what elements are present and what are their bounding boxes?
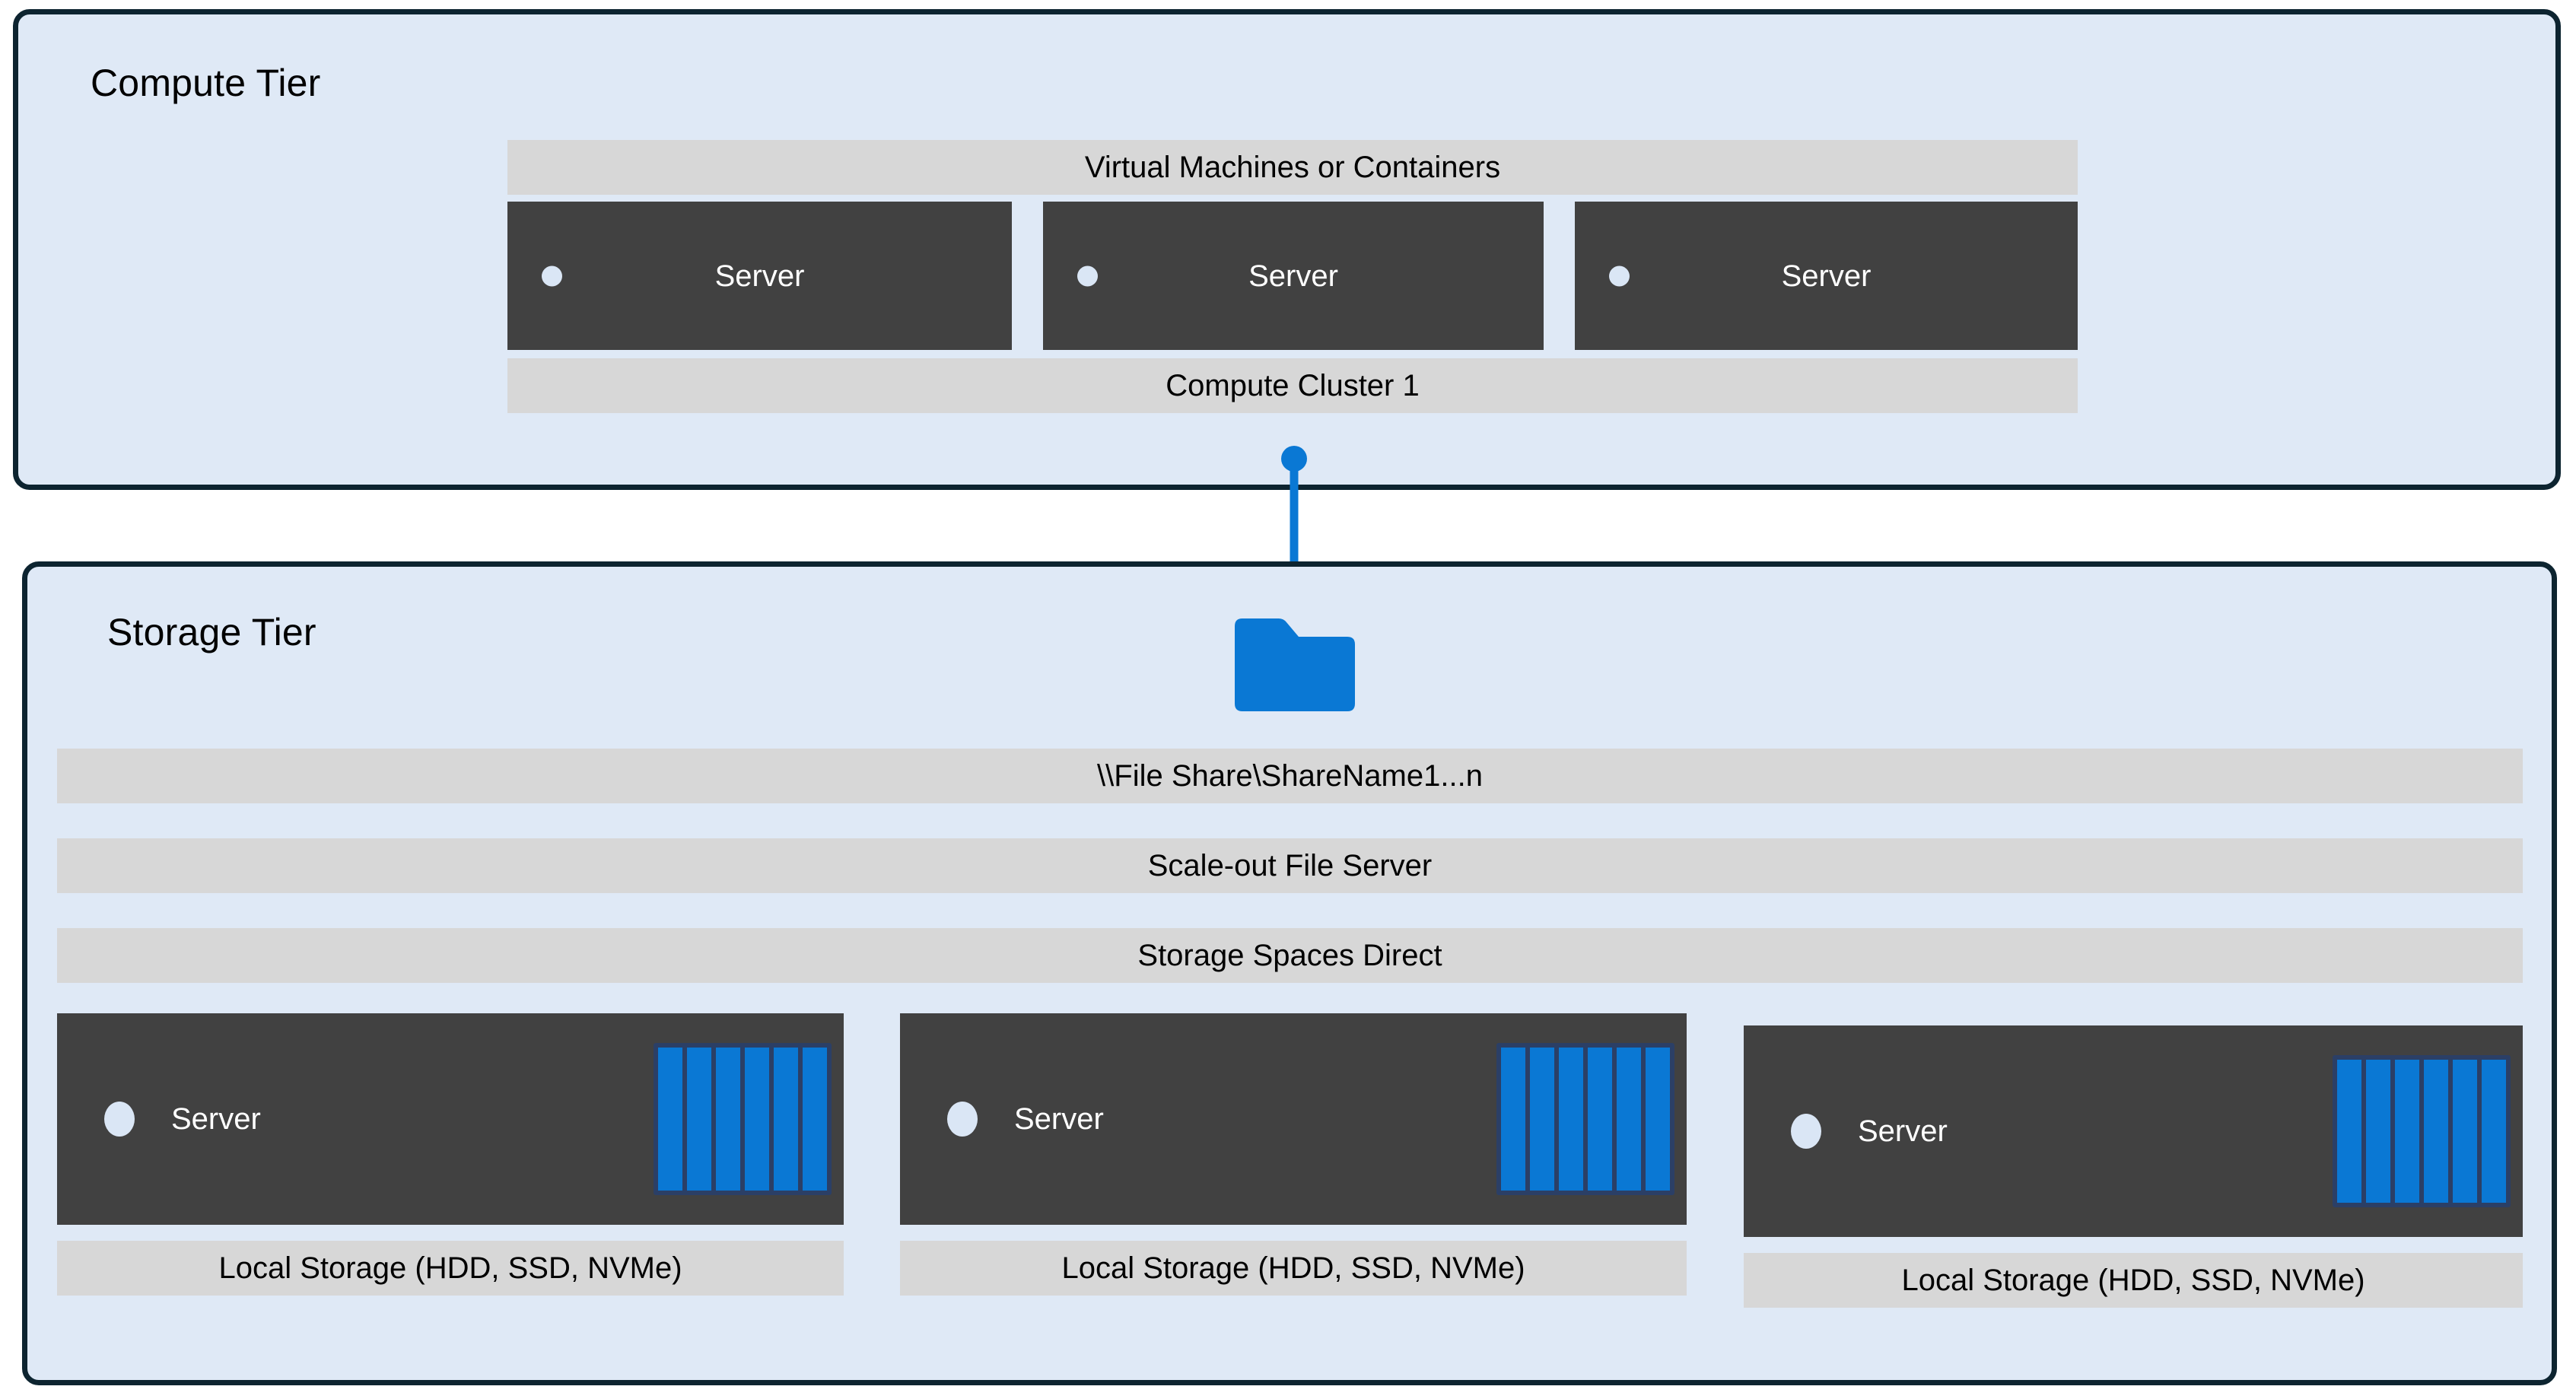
storage-server-label: Server xyxy=(1858,1114,1948,1148)
disk-icon xyxy=(2337,1060,2361,1203)
storage-node-group: Server Local Storage (HDD, SSD, NVMe) xyxy=(57,1013,844,1296)
compute-server-label: Server xyxy=(714,259,805,293)
scale-out-file-server-bar-label: Scale-out File Server xyxy=(1147,849,1433,882)
status-dot-icon xyxy=(1609,265,1630,286)
status-dot-icon xyxy=(1791,1114,1821,1149)
compute-server-label: Server xyxy=(1248,259,1338,293)
virtual-machines-bar: Virtual Machines or Containers xyxy=(507,140,2078,195)
storage-node-group: Server Local Storage (HDD, SSD, NVMe) xyxy=(1744,1025,2523,1308)
local-storage-bar: Local Storage (HDD, SSD, NVMe) xyxy=(57,1241,844,1296)
disk-icon xyxy=(1588,1048,1612,1191)
local-storage-bar-label: Local Storage (HDD, SSD, NVMe) xyxy=(218,1251,682,1285)
local-storage-bar-label: Local Storage (HDD, SSD, NVMe) xyxy=(1061,1251,1525,1285)
storage-spaces-direct-bar-label: Storage Spaces Direct xyxy=(1137,939,1442,972)
storage-server-node[interactable]: Server xyxy=(1744,1025,2523,1237)
disk-icon xyxy=(716,1048,740,1191)
local-storage-bar-label: Local Storage (HDD, SSD, NVMe) xyxy=(1901,1264,2365,1297)
compute-cluster-bar-label: Compute Cluster 1 xyxy=(1166,369,1420,402)
disk-icon xyxy=(1646,1048,1670,1191)
disk-array-icon xyxy=(1496,1043,1674,1195)
file-share-bar: \\File Share\ShareName1...n xyxy=(57,749,2523,803)
folder-icon xyxy=(1235,618,1355,711)
compute-tier-title: Compute Tier xyxy=(91,62,321,104)
disk-icon xyxy=(2395,1060,2419,1203)
storage-node-group: Server Local Storage (HDD, SSD, NVMe) xyxy=(900,1013,1687,1296)
storage-tier-title: Storage Tier xyxy=(107,611,316,653)
disk-icon xyxy=(1559,1048,1583,1191)
disk-icon xyxy=(774,1048,798,1191)
compute-server-label: Server xyxy=(1781,259,1872,293)
file-share-bar-label: \\File Share\ShareName1...n xyxy=(1097,759,1483,793)
compute-cluster-bar: Compute Cluster 1 xyxy=(507,358,2078,413)
disk-array-icon xyxy=(654,1043,832,1195)
disk-icon xyxy=(1530,1048,1554,1191)
disk-icon xyxy=(745,1048,769,1191)
disk-icon xyxy=(1501,1048,1525,1191)
disk-icon xyxy=(687,1048,711,1191)
compute-server-node[interactable]: Server xyxy=(507,202,1012,350)
storage-server-label: Server xyxy=(171,1102,261,1136)
storage-server-node[interactable]: Server xyxy=(900,1013,1687,1225)
status-dot-icon xyxy=(104,1102,135,1137)
status-dot-icon xyxy=(947,1102,978,1137)
storage-spaces-direct-bar: Storage Spaces Direct xyxy=(57,928,2523,983)
disk-array-icon xyxy=(2333,1055,2511,1207)
disk-icon xyxy=(803,1048,827,1191)
disk-icon xyxy=(2482,1060,2506,1203)
status-dot-icon xyxy=(1077,265,1098,286)
disk-icon xyxy=(2424,1060,2448,1203)
disk-icon xyxy=(2453,1060,2477,1203)
scale-out-file-server-bar: Scale-out File Server xyxy=(57,838,2523,893)
storage-server-node[interactable]: Server xyxy=(57,1013,844,1225)
disk-icon xyxy=(1617,1048,1641,1191)
disk-icon xyxy=(658,1048,682,1191)
local-storage-bar: Local Storage (HDD, SSD, NVMe) xyxy=(900,1241,1687,1296)
compute-server-node[interactable]: Server xyxy=(1575,202,2078,350)
status-dot-icon xyxy=(542,265,562,286)
disk-icon xyxy=(2366,1060,2390,1203)
compute-server-node[interactable]: Server xyxy=(1043,202,1544,350)
virtual-machines-bar-label: Virtual Machines or Containers xyxy=(1084,151,1501,184)
compute-server-row: Server Server Server xyxy=(507,202,2078,350)
local-storage-bar: Local Storage (HDD, SSD, NVMe) xyxy=(1744,1253,2523,1308)
storage-server-label: Server xyxy=(1014,1102,1104,1136)
